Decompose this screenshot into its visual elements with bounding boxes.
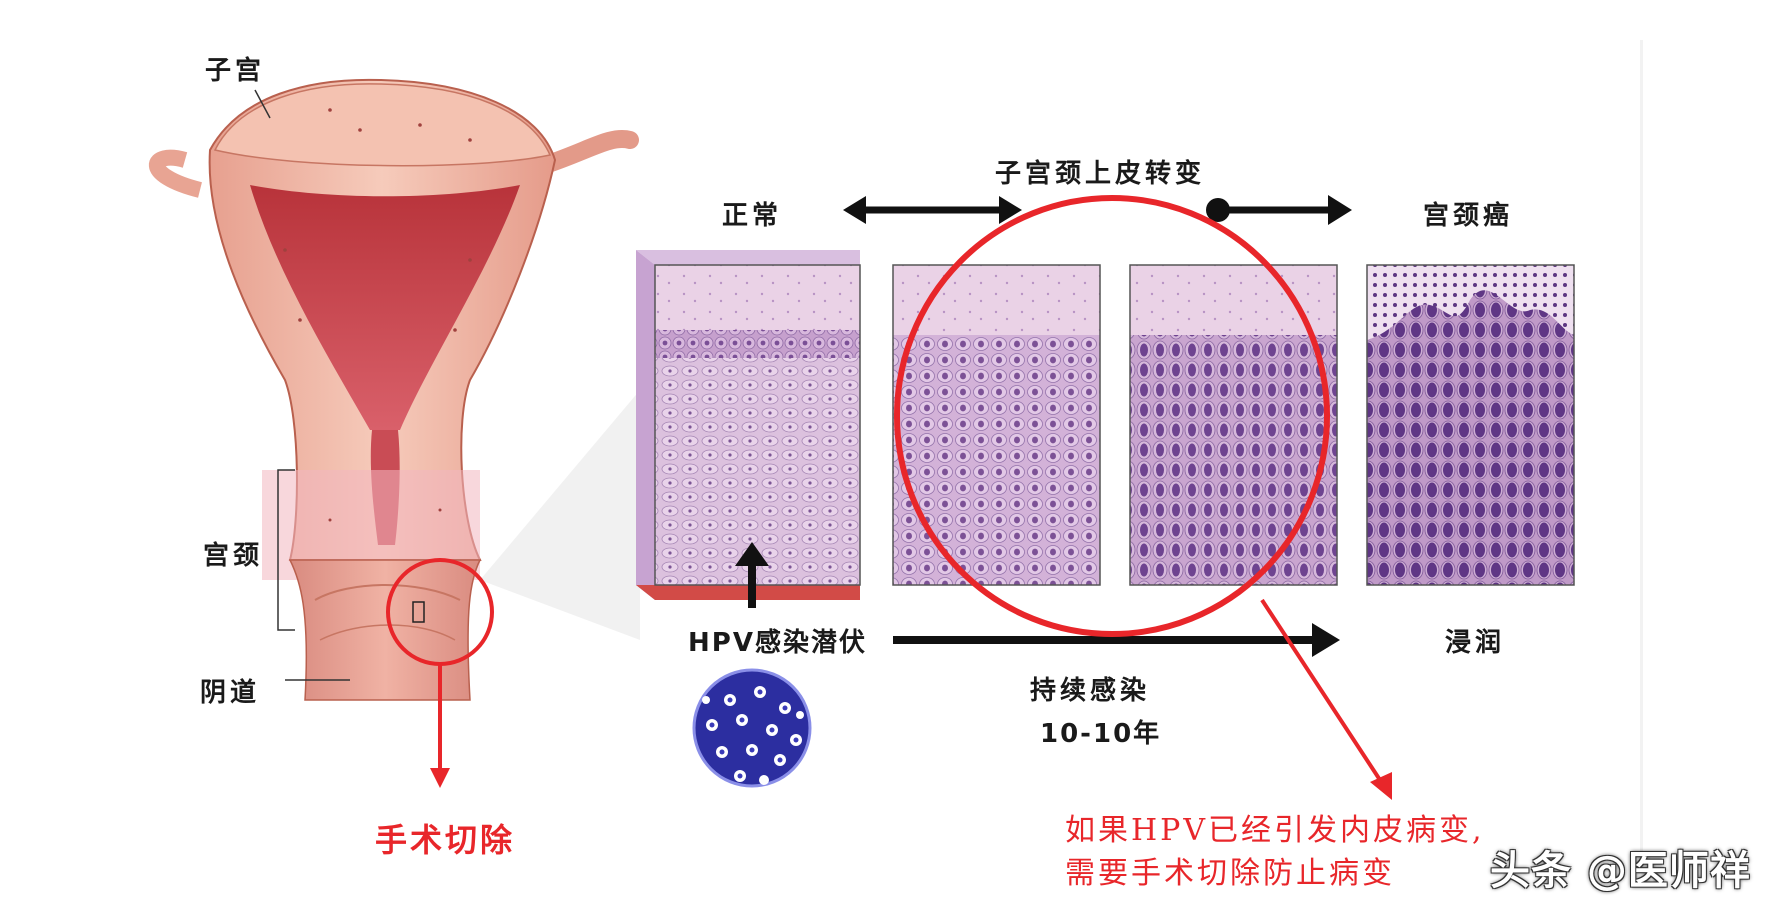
bottom-progress-arrow xyxy=(893,623,1340,657)
hpv-virus-icon xyxy=(692,668,812,788)
watermark: 头条 @医师祥 xyxy=(1490,848,1751,894)
label-years: 10-10年 xyxy=(1040,719,1162,749)
label-vagina: 阴道 xyxy=(200,678,261,708)
lesion-red-circle xyxy=(894,195,1330,637)
biopsy-marker xyxy=(412,601,425,623)
top-progress-arrow xyxy=(1206,195,1352,225)
panel-cin1 xyxy=(892,264,1101,586)
note-line-1: 如果HPV已经引发内皮病变, xyxy=(1065,813,1485,848)
panel-cin2 xyxy=(1129,264,1338,586)
panel-normal xyxy=(636,250,861,600)
panel-cancer xyxy=(1366,264,1575,586)
uterine-cavity xyxy=(250,185,520,430)
label-normal: 正常 xyxy=(722,201,783,231)
top-bidirectional-arrow xyxy=(843,196,1022,224)
label-persistent: 持续感染 xyxy=(1030,676,1151,706)
label-uterus: 子宫 xyxy=(205,56,266,86)
left-tube xyxy=(149,149,203,198)
uterus-illustration xyxy=(149,78,640,788)
label-cancer: 宫颈癌 xyxy=(1423,201,1514,231)
surgery-arrowhead xyxy=(430,768,450,788)
latent-up-arrow xyxy=(735,542,769,608)
label-transformation: 子宫颈上皮转变 xyxy=(995,159,1206,189)
uterus-fundus xyxy=(213,83,552,167)
right-tube xyxy=(536,130,639,174)
label-cervix: 宫颈 xyxy=(203,541,264,571)
label-surgery: 手术切除 xyxy=(375,821,516,859)
zoom-wedge xyxy=(480,390,640,640)
cervix-bracket xyxy=(277,469,295,631)
note-arrowhead xyxy=(1370,772,1392,800)
tissue-speckles xyxy=(283,108,472,522)
label-hpv-latent: HPV感染潜伏 xyxy=(688,628,867,658)
label-invasion: 浸润 xyxy=(1445,628,1506,658)
uterus-pointer xyxy=(254,89,271,119)
note-line-2: 需要手术切除防止病变 xyxy=(1065,856,1395,891)
